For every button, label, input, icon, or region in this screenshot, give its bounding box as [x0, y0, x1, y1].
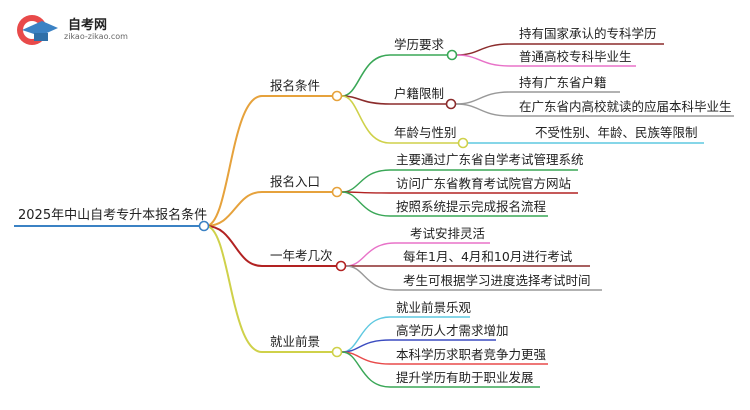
leaf-node: 每年1月、4月和10月进行考试 [403, 249, 573, 264]
leaf-node: 考生可根据学习进度选择考试时间 [403, 273, 591, 288]
leaf-node: 主要通过广东省自学考试管理系统 [396, 152, 584, 167]
leaf-node: 访问广东省教育考试院官方网站 [396, 176, 572, 191]
logo-title: 自考网 [68, 18, 108, 33]
leaf-node: 持有广东省户籍 [519, 75, 607, 90]
leaf-node: 在广东省内高校就读的应届本科毕业生 [519, 99, 732, 114]
leaf-node: 提升学历有助于职业发展 [396, 370, 534, 385]
leaf-node: 持有国家承认的专科学历 [519, 26, 657, 41]
graduation-cap-icon [17, 15, 58, 45]
branch-registration-entry: 报名入口 [270, 174, 321, 189]
leaf-node: 本科学历求职者竞争力更强 [396, 347, 547, 362]
leaf-node: 不受性别、年龄、民族等限制 [535, 125, 698, 140]
leaf-node: 普通高校专科毕业生 [519, 49, 632, 64]
sub-age-gender: 年龄与性别 [394, 125, 457, 140]
logo-subtitle: zikao-zikao.com [64, 32, 128, 41]
leaf-node: 按照系统提示完成报名流程 [396, 199, 547, 214]
sub-household-restriction: 户籍限制 [394, 86, 445, 101]
leaf-node: 高学历人才需求增加 [396, 323, 509, 338]
logo [12, 8, 60, 52]
branch-exam-frequency: 一年考几次 [270, 248, 333, 263]
leaf-node: 就业前景乐观 [396, 300, 472, 315]
root-topic: 2025年中山自考专升本报名条件 [18, 208, 208, 223]
branch-employment-prospects: 就业前景 [270, 334, 321, 349]
sub-education-requirement: 学历要求 [394, 37, 445, 52]
leaf-node: 考试安排灵活 [410, 226, 486, 241]
branch-registration-conditions: 报名条件 [270, 78, 321, 93]
